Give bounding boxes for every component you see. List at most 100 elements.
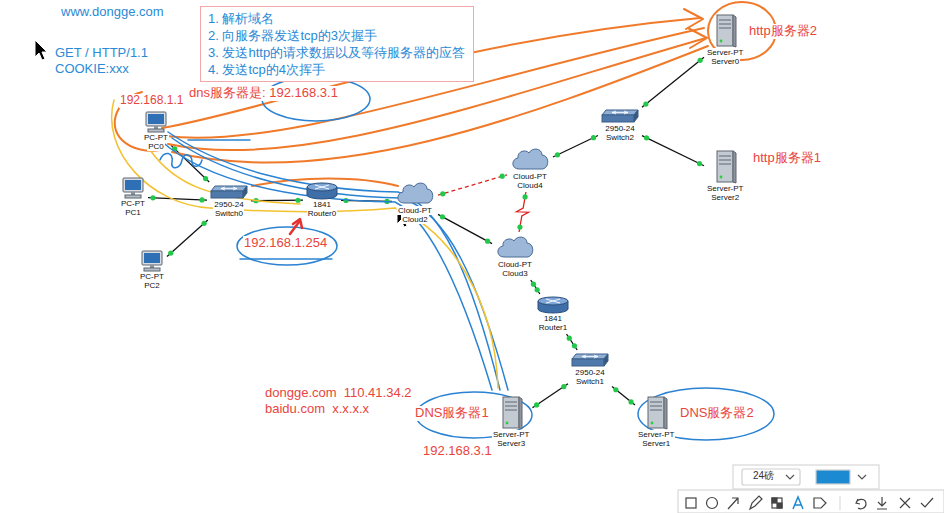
server-icon	[712, 150, 738, 184]
server-side	[733, 151, 736, 183]
server-side	[664, 397, 667, 429]
chevron-icon	[858, 475, 866, 479]
link-light	[561, 384, 566, 389]
server-front	[717, 15, 733, 46]
device-label: 2950-24	[604, 124, 635, 133]
step-text: 1. 解析域名	[208, 10, 274, 27]
router-top	[538, 297, 568, 305]
link-light	[440, 191, 445, 196]
device-label: Switch2	[605, 133, 635, 142]
server-bays	[505, 402, 517, 410]
network-cable	[167, 220, 208, 257]
blue-circle	[638, 388, 774, 440]
device-label: Router0	[307, 209, 337, 218]
confirm-icon	[921, 498, 933, 507]
download-icon	[877, 497, 887, 509]
arrow-tool-icon	[728, 498, 738, 509]
orange-arrowhead	[684, 9, 703, 29]
circle-tool-icon	[707, 498, 718, 509]
url-text: www.dongge.com	[60, 5, 165, 20]
label-anchor: 192.168.3.1	[422, 444, 493, 459]
server-role: http服务器2	[748, 24, 818, 39]
cloud-shape	[498, 237, 533, 257]
link-light	[535, 287, 540, 292]
device-label: Cloud3	[501, 269, 528, 278]
switch-top	[211, 186, 247, 191]
server-device: Server-PTServer2	[706, 150, 744, 202]
mouse-cursor	[35, 40, 47, 60]
monitor-screen	[144, 253, 160, 263]
cloud-shape	[398, 183, 433, 203]
link-light	[517, 224, 522, 229]
size-value: 24磅	[752, 470, 775, 482]
link-light	[440, 214, 445, 219]
cloud-icon	[494, 234, 536, 260]
device-label: Cloud-PT	[397, 206, 433, 215]
size-dropdown	[742, 469, 800, 485]
link-light	[199, 197, 204, 202]
network-cable	[642, 136, 704, 166]
server-bays	[719, 156, 731, 164]
label-anchor: GET / HTTP/1.1	[54, 46, 149, 61]
cloud-device: Cloud-PTCloud2	[394, 180, 436, 224]
server-led	[720, 176, 723, 179]
network-cable	[566, 334, 577, 350]
yellow-stroke	[112, 100, 498, 388]
switch-device: 2950-24Switch1	[570, 352, 610, 386]
link-light	[295, 198, 300, 203]
blue-scribble	[160, 153, 202, 167]
server-device: Server-PTServer1	[637, 396, 675, 448]
device-label: Server-PT	[706, 184, 744, 193]
cloud-device: Cloud-PTCloud3	[494, 234, 536, 278]
toolbar-panel	[678, 490, 944, 513]
switch-top	[572, 354, 608, 359]
server-led	[651, 422, 654, 425]
switch-icon	[570, 352, 610, 368]
monitor-screen	[125, 180, 141, 190]
pc-device: PC-PTPC0	[143, 111, 169, 151]
device-label: 1841	[312, 200, 332, 209]
label-anchor: DNS服务器2	[679, 406, 755, 421]
link-light	[201, 221, 206, 226]
router-icon	[305, 182, 339, 200]
cloud-icon	[509, 146, 551, 172]
blue-underline	[240, 258, 332, 260]
step-text: 3. 发送http的请求数据以及等待服务器的应答	[208, 44, 465, 61]
network-cable	[438, 214, 492, 243]
link-light	[613, 387, 618, 392]
device-label: 2950-24	[213, 200, 244, 209]
mosaic-tool-icon	[772, 498, 777, 503]
switch-side	[604, 354, 608, 366]
link-light	[485, 239, 490, 244]
pc-icon	[139, 250, 165, 272]
color-swatch	[816, 470, 850, 484]
router-arrows	[315, 185, 329, 189]
device-label: Server1	[641, 439, 671, 448]
monitor-screen	[148, 114, 164, 124]
monitor-body	[146, 112, 166, 126]
switch-arrows	[221, 187, 237, 190]
link-light	[500, 174, 505, 179]
switch-front	[211, 191, 243, 198]
link-light	[567, 336, 572, 341]
device-label: 1841	[543, 314, 563, 323]
switch-icon	[600, 108, 640, 124]
mosaic-tool-icon	[777, 503, 782, 508]
server-front	[503, 397, 519, 428]
router-device: 1841Router1	[536, 296, 570, 332]
device-label: 2950-24	[574, 368, 605, 377]
server-side	[733, 15, 736, 47]
link-light	[522, 194, 527, 199]
device-label: PC-PT	[120, 199, 146, 208]
server-icon	[643, 396, 669, 430]
rect-tool-icon	[686, 498, 696, 508]
device-label: PC2	[143, 281, 161, 290]
label-anchor: 192.168.1.1	[119, 94, 184, 108]
switch-side	[634, 110, 638, 122]
orange-stroke	[168, 38, 706, 150]
toolbar	[678, 465, 944, 513]
text-tool-icon	[793, 497, 803, 509]
label-anchor: www.dongge.com	[60, 5, 165, 20]
device-label: Server-PT	[706, 48, 744, 57]
